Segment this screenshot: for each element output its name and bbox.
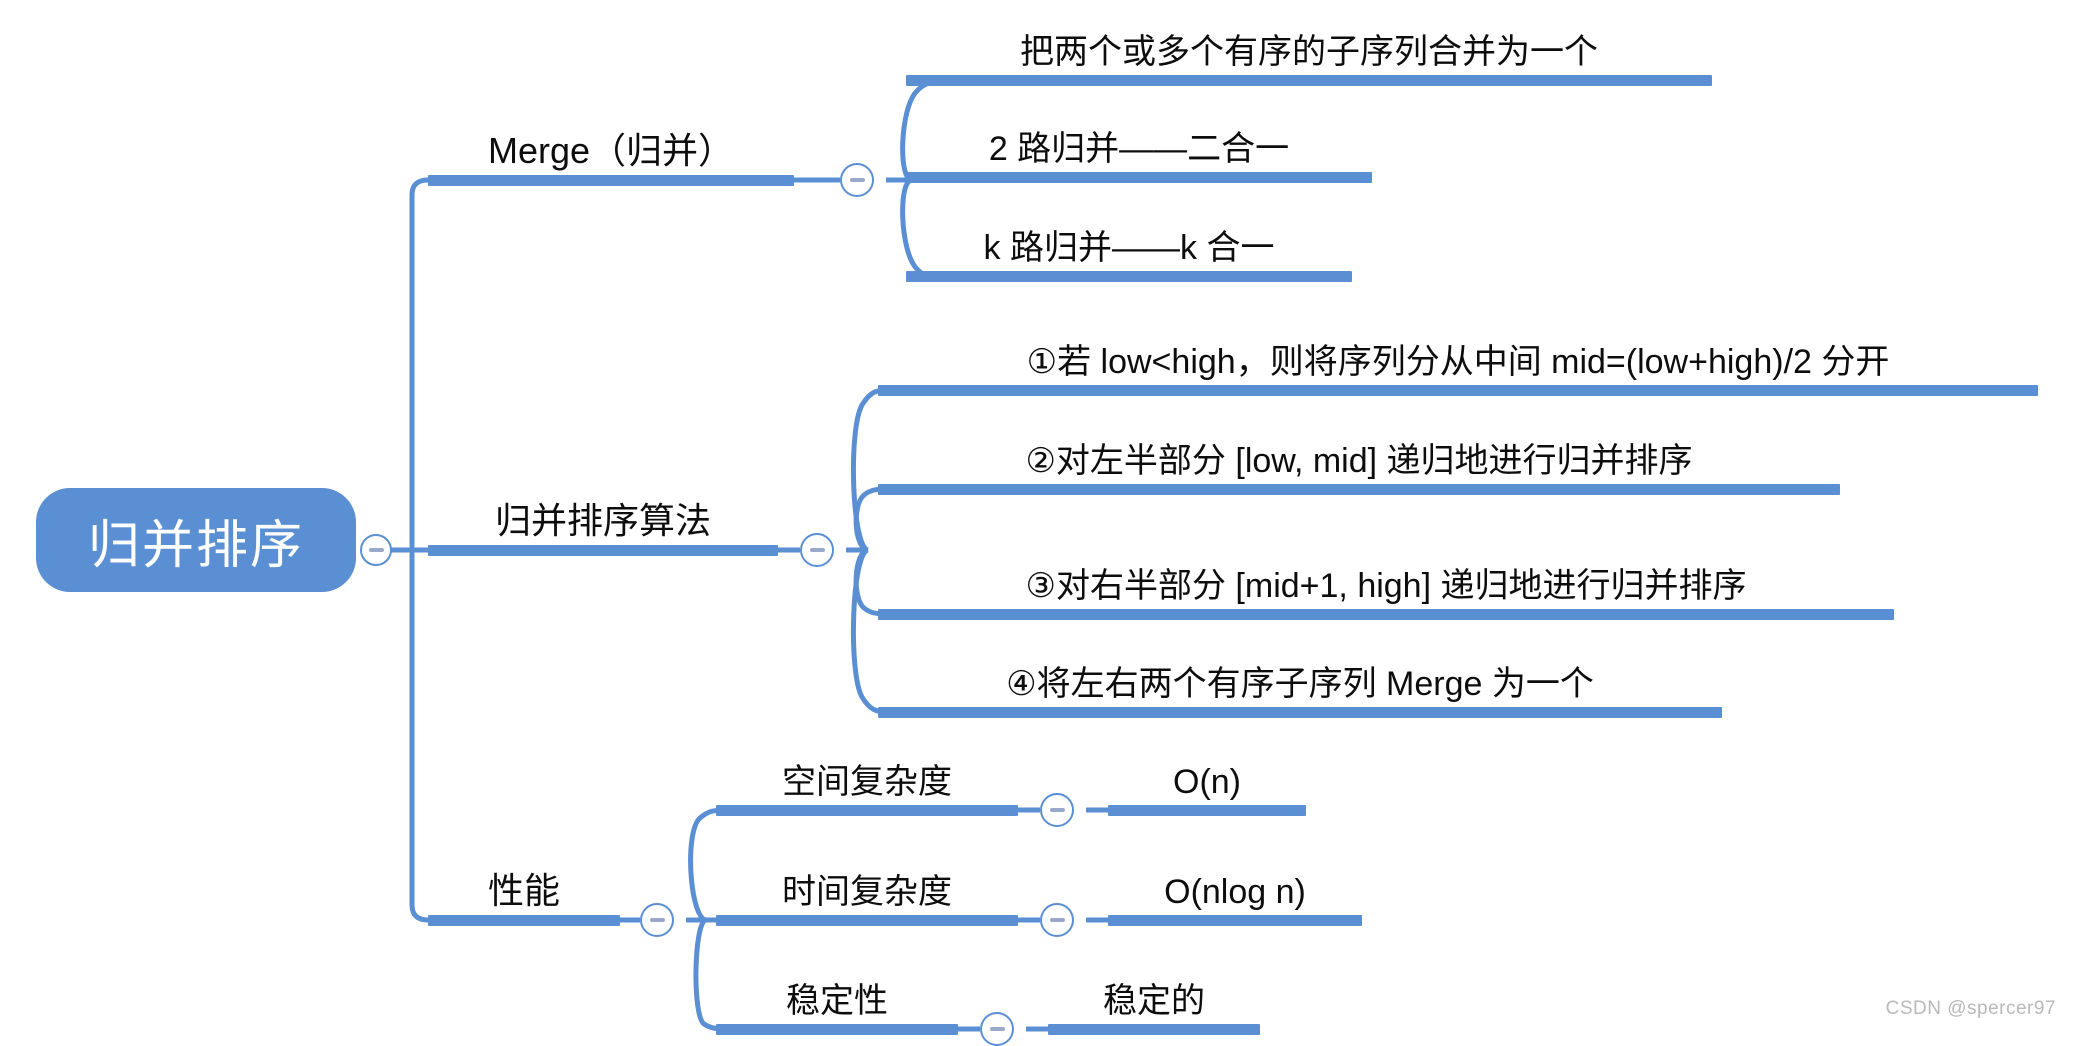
leaf-algorithm-step-1[interactable]: ①若 low<high，则将序列分从中间 mid=(low+high)/2 分开 (878, 318, 2038, 396)
leaf-algorithm-step-1-label: ①若 low<high，则将序列分从中间 mid=(low+high)/2 分开 (1026, 342, 1890, 381)
leaf-underline (878, 609, 1894, 620)
branch-algorithm[interactable]: 归并排序算法 (428, 478, 778, 556)
leaf-underline (1108, 915, 1362, 926)
branch-algorithm-label: 归并排序算法 (494, 499, 711, 541)
minus-icon (368, 548, 384, 552)
leaf-merge-kway[interactable]: k 路归并——k 合一 (906, 204, 1352, 282)
leaf-underline (716, 915, 1018, 926)
leaf-space-complexity-label: 空间复杂度 (782, 762, 952, 801)
value-space-complexity-label: O(n) (1173, 762, 1241, 801)
minus-icon (1049, 808, 1065, 812)
branch-performance-toggle[interactable] (640, 903, 674, 937)
value-space-complexity[interactable]: O(n) (1108, 738, 1306, 816)
leaf-underline (1108, 805, 1306, 816)
leaf-stability[interactable]: 稳定性 (716, 957, 958, 1035)
leaf-space-complexity[interactable]: 空间复杂度 (716, 738, 1018, 816)
branch-performance-underline (428, 915, 620, 926)
branch-merge-label: Merge（归并） (487, 129, 735, 171)
minus-icon (649, 918, 665, 922)
leaf-merge-definition[interactable]: 把两个或多个有序的子序列合并为一个 (906, 8, 1712, 86)
value-stability[interactable]: 稳定的 (1048, 957, 1260, 1035)
minus-icon (849, 178, 865, 182)
leaf-merge-2way[interactable]: 2 路归并——二合一 (906, 105, 1372, 183)
leaf-underline (1048, 1024, 1260, 1035)
leaf-time-complexity[interactable]: 时间复杂度 (716, 848, 1018, 926)
leaf-stability-label: 稳定性 (786, 981, 888, 1020)
minus-icon (1049, 918, 1065, 922)
branch-performance-label: 性能 (487, 869, 560, 911)
leaf-stability-toggle[interactable] (980, 1012, 1014, 1046)
leaf-underline (878, 707, 1722, 718)
value-time-complexity-label: O(nlog n) (1164, 872, 1306, 911)
root-node[interactable]: 归并排序 (36, 488, 356, 592)
leaf-merge-2way-label: 2 路归并——二合一 (988, 129, 1290, 168)
leaf-algorithm-step-2-label: ②对左半部分 [low, mid] 递归地进行归并排序 (1025, 441, 1693, 480)
value-stability-label: 稳定的 (1103, 981, 1205, 1020)
leaf-algorithm-step-4[interactable]: ④将左右两个有序子序列 Merge 为一个 (878, 640, 1722, 718)
minus-icon (989, 1027, 1005, 1031)
watermark: CSDN @spercer97 (1885, 998, 2056, 1019)
leaf-underline (716, 1024, 958, 1035)
minus-icon (809, 548, 825, 552)
leaf-algorithm-step-3-label: ③对右半部分 [mid+1, high] 递归地进行归并排序 (1025, 566, 1747, 605)
branch-performance[interactable]: 性能 (428, 848, 620, 926)
value-time-complexity[interactable]: O(nlog n) (1108, 848, 1362, 926)
leaf-underline (906, 172, 1372, 183)
leaf-underline (716, 805, 1018, 816)
root-collapse-toggle[interactable] (360, 534, 392, 566)
leaf-algorithm-step-4-label: ④将左右两个有序子序列 Merge 为一个 (1006, 664, 1594, 703)
branch-algorithm-toggle[interactable] (800, 533, 834, 567)
leaf-algorithm-step-2[interactable]: ②对左半部分 [low, mid] 递归地进行归并排序 (878, 417, 1840, 495)
leaf-underline (878, 385, 2038, 396)
branch-merge[interactable]: Merge（归并） (428, 108, 794, 186)
leaf-merge-definition-label: 把两个或多个有序的子序列合并为一个 (1020, 32, 1598, 71)
leaf-underline (878, 484, 1840, 495)
leaf-merge-kway-label: k 路归并——k 合一 (983, 228, 1275, 267)
branch-merge-underline (428, 175, 794, 186)
leaf-space-complexity-toggle[interactable] (1040, 793, 1074, 827)
leaf-underline (906, 75, 1712, 86)
leaf-time-complexity-label: 时间复杂度 (782, 872, 952, 911)
leaf-time-complexity-toggle[interactable] (1040, 903, 1074, 937)
branch-merge-toggle[interactable] (840, 163, 874, 197)
branch-algorithm-underline (428, 545, 778, 556)
leaf-underline (906, 271, 1352, 282)
leaf-algorithm-step-3[interactable]: ③对右半部分 [mid+1, high] 递归地进行归并排序 (878, 542, 1894, 620)
